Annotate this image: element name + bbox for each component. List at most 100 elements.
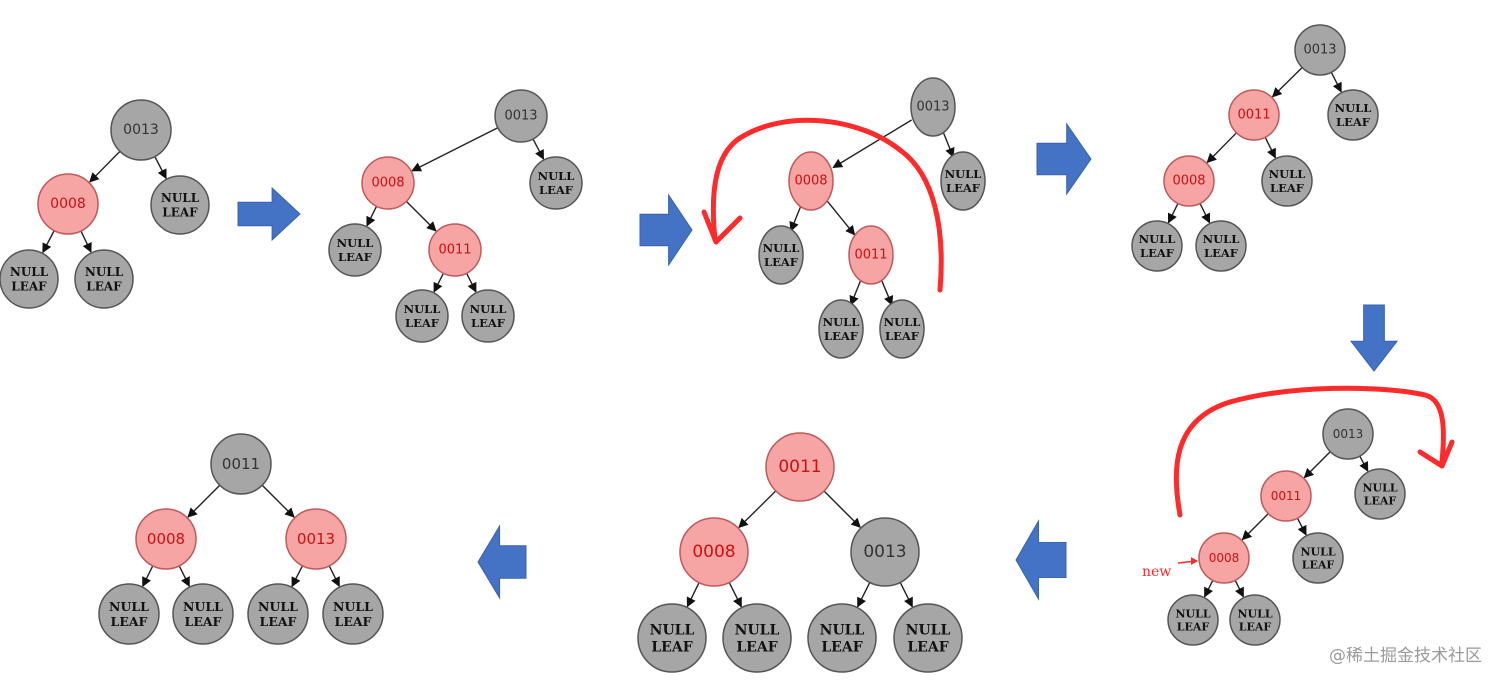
tree-node-0011: 0011 bbox=[210, 433, 272, 495]
tree-edge bbox=[1330, 71, 1342, 93]
leaf-label-line1: NULL bbox=[1139, 232, 1176, 246]
tree-edge bbox=[328, 565, 340, 588]
tree-edge bbox=[532, 138, 545, 160]
leaf-label-line2: LEAF bbox=[539, 183, 574, 197]
tree-edge bbox=[849, 277, 863, 306]
watermark: @稀土掘金技术社区 bbox=[1329, 646, 1482, 666]
tree-edge bbox=[1167, 203, 1179, 224]
tree-edge bbox=[1303, 451, 1331, 479]
tree-edge bbox=[899, 582, 913, 608]
leaf-label-line2: LEAF bbox=[1204, 246, 1239, 260]
leaf-label-line2: LEAF bbox=[185, 614, 222, 629]
flow-arrow-down-icon bbox=[1349, 304, 1399, 372]
node-key-label: 0008 bbox=[371, 176, 404, 191]
leaf-label-line1: NULL bbox=[404, 302, 441, 316]
leaf-label-line1: NULL bbox=[945, 167, 982, 181]
tree-edge bbox=[466, 272, 477, 293]
tree-node-0008: 0008 bbox=[135, 508, 197, 570]
tree-edge bbox=[686, 582, 700, 608]
leaf-label-line2: LEAF bbox=[1239, 620, 1272, 633]
leaf-label-line1: NULL bbox=[650, 623, 695, 639]
node-key-label: 0011 bbox=[1237, 108, 1270, 123]
leaf-label-line1: NULL bbox=[1175, 607, 1210, 620]
rotate-right-arrowhead-icon bbox=[1417, 439, 1455, 469]
rotate-left-arrowhead-icon bbox=[701, 209, 743, 245]
tree-node-0013: 0013 bbox=[110, 99, 172, 161]
tree-node-0008: 0008 bbox=[361, 156, 415, 210]
node-key-label: 0011 bbox=[1271, 489, 1302, 503]
tree-edge bbox=[154, 156, 167, 180]
leaf-label-line1: NULL bbox=[820, 623, 865, 639]
node-key-label: 0011 bbox=[438, 243, 471, 258]
node-key-label: 0013 bbox=[297, 530, 335, 548]
tree-node-0008: 0008 bbox=[1163, 155, 1215, 207]
leaf-label-line2: LEAF bbox=[86, 279, 122, 293]
tree-node-0008: 0008 bbox=[788, 151, 834, 211]
tree-edge bbox=[142, 565, 154, 588]
leaf-label-line2: LEAF bbox=[1364, 494, 1397, 507]
node-key-label: 0013 bbox=[1303, 43, 1336, 58]
tree-edge bbox=[826, 199, 856, 236]
node-key-label: 0013 bbox=[1333, 427, 1364, 441]
leaf-label-line1: NULL bbox=[884, 315, 921, 329]
tree-edge bbox=[941, 129, 955, 158]
node-key-label: 0008 bbox=[1172, 174, 1205, 189]
tree-edge bbox=[1264, 137, 1276, 159]
leaf-label-line2: LEAF bbox=[1140, 246, 1175, 260]
leaf-label-line2: LEAF bbox=[260, 614, 297, 629]
tree-edge bbox=[411, 127, 499, 172]
tree-node-0008: 0008 bbox=[679, 517, 749, 587]
flow-arrow-right-icon bbox=[1036, 122, 1092, 196]
leaf-label-line1: NULL bbox=[161, 191, 200, 205]
leaf-label-line1: NULL bbox=[823, 315, 860, 329]
leaf-label-line1: NULL bbox=[470, 302, 507, 316]
leaf-label-line1: NULL bbox=[1203, 232, 1240, 246]
tree-edge bbox=[823, 490, 861, 528]
tree-edge bbox=[1206, 132, 1237, 164]
tree-edge bbox=[178, 565, 190, 588]
leaf-label-line2: LEAF bbox=[907, 639, 948, 655]
node-key-label: 0013 bbox=[504, 109, 537, 124]
leaf-label-line1: NULL bbox=[337, 236, 374, 250]
tree-edge bbox=[728, 582, 742, 608]
node-key-label: 0011 bbox=[854, 248, 887, 263]
tree-edge bbox=[405, 200, 437, 232]
flow-arrow-left-icon bbox=[1015, 519, 1067, 601]
leaf-label-line1: NULL bbox=[109, 599, 149, 614]
tree-edge bbox=[42, 230, 55, 254]
tree-edge bbox=[832, 119, 912, 169]
tree-edge bbox=[366, 206, 378, 227]
new-node-marker: new bbox=[1142, 564, 1171, 580]
tree-edge bbox=[1359, 455, 1369, 472]
tree-node-0011: 0011 bbox=[765, 432, 835, 502]
leaf-label-line2: LEAF bbox=[1336, 115, 1371, 129]
tree-edge bbox=[80, 230, 92, 253]
node-key-label: 0008 bbox=[692, 542, 735, 562]
node-key-label: 0013 bbox=[123, 122, 159, 138]
leaf-label-line2: LEAF bbox=[821, 639, 862, 655]
leaf-label-line2: LEAF bbox=[885, 329, 920, 343]
leaf-label-line1: NULL bbox=[763, 241, 800, 255]
flow-arrow-right-icon bbox=[237, 186, 301, 242]
tree-node-0013: 0013 bbox=[1294, 24, 1346, 76]
tree-edge bbox=[1234, 580, 1244, 598]
node-key-label: 0013 bbox=[863, 542, 906, 562]
